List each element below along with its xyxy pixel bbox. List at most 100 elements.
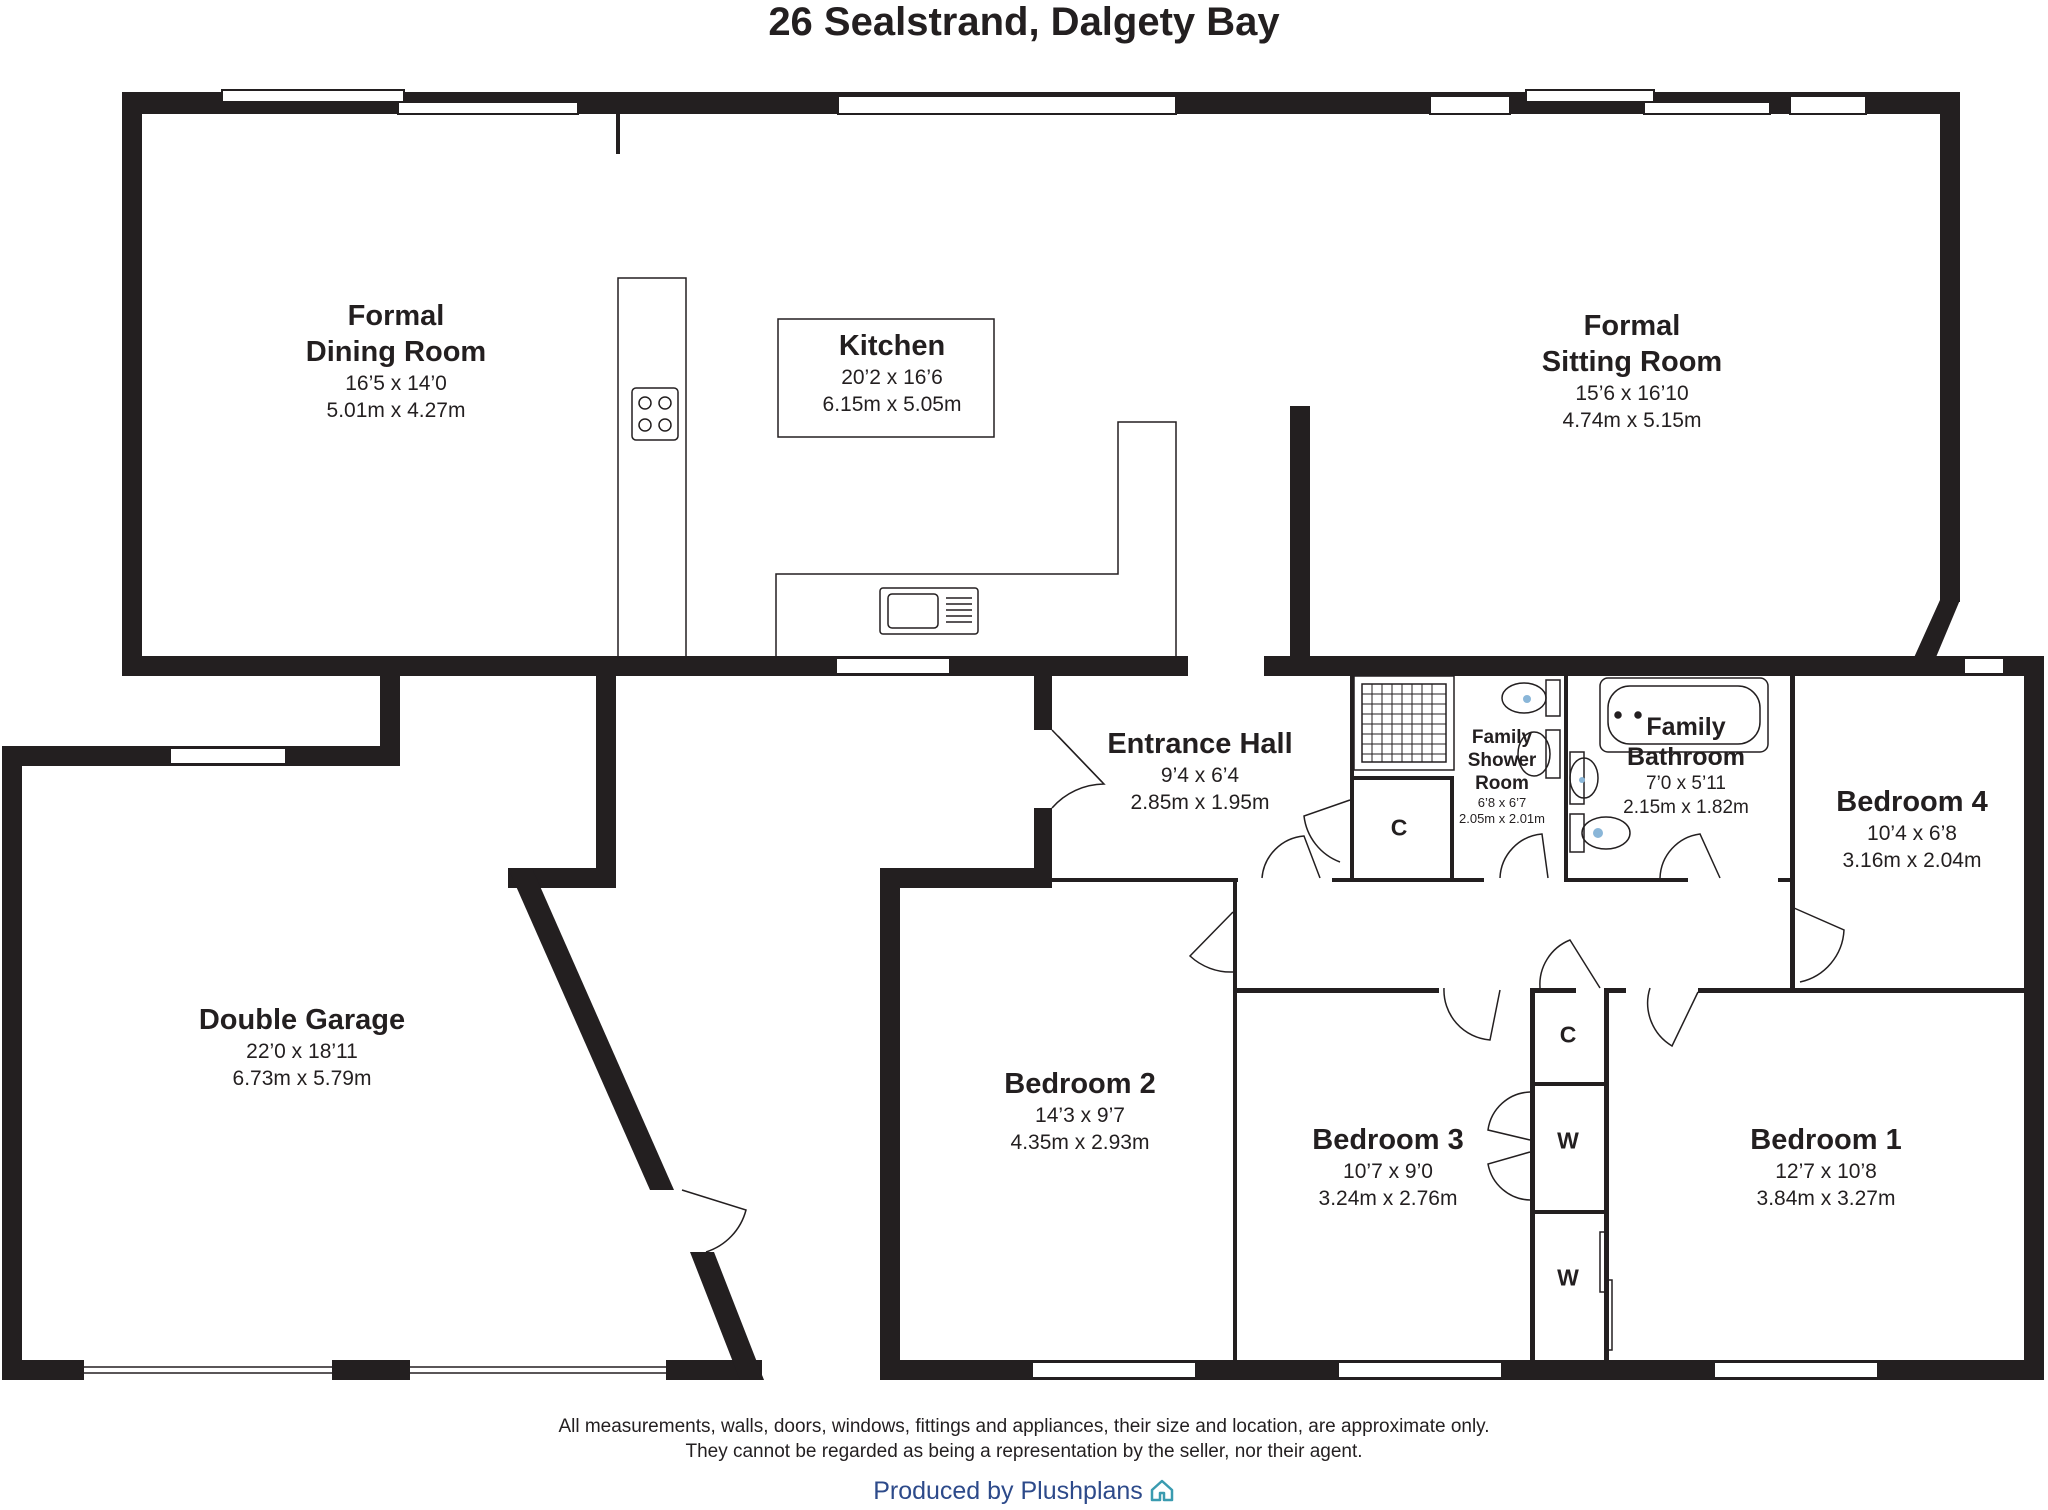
room-name: Sitting Room: [1541, 346, 1723, 378]
room-name: Bathroom: [1626, 743, 1746, 771]
window-bed1: [1713, 1361, 1879, 1379]
window-sitting-1: [1429, 95, 1511, 115]
window-sitting-4: [1789, 95, 1867, 115]
room-imperial: 14’3 x 9’7: [1035, 1104, 1125, 1127]
room-name: Kitchen: [838, 330, 946, 362]
wall-right-angled: [1912, 600, 1960, 662]
room-dining: Formal Dining Room 16’5 x 14’0 5.01m x 4…: [306, 298, 486, 424]
room-metric: 3.16m x 2.04m: [1842, 849, 1982, 872]
garage-door-tracks: [84, 1366, 666, 1374]
wall-garage-right-vert: [596, 656, 616, 878]
kitchen-counter-left: [617, 277, 687, 659]
room-metric: 2.05m x 2.01m: [1459, 811, 1545, 826]
front-door: [1051, 729, 1106, 809]
garage-side-door: [681, 1189, 747, 1253]
wardrobe2-slider-a: [1599, 1231, 1607, 1293]
room-name: Bedroom 2: [1004, 1068, 1156, 1100]
room-metric: 6.15m x 5.05m: [822, 393, 962, 416]
room-metric: 5.01m x 4.27m: [326, 399, 466, 422]
room-metric: 2.85m x 1.95m: [1130, 791, 1270, 814]
room-garage: Double Garage 22’0 x 18’11 6.73m x 5.79m: [199, 1002, 405, 1092]
producer-text: Produced by Plushplans: [873, 1477, 1143, 1505]
room-imperial: 10’7 x 9’0: [1343, 1160, 1433, 1183]
cupboard-label: C: [1390, 814, 1408, 841]
doors: [681, 729, 1845, 1351]
wall-block-top: [1264, 656, 2044, 676]
hall-door-1: [1261, 835, 1321, 879]
wall-hall-bottom-d: [1778, 878, 1794, 882]
wall-hall-bottom-c: [1564, 878, 1688, 882]
bedroom3-door: [1443, 987, 1501, 1041]
wardrobe2-slider-b: [1605, 1279, 1613, 1351]
hob-icon: [631, 387, 679, 441]
room-name: Formal: [347, 300, 445, 332]
room-bedroom-3: Bedroom 3 10’7 x 9’0 3.24m x 2.76m: [1312, 1122, 1463, 1212]
shower-room-door: [1499, 833, 1549, 879]
disclaimer-line: They cannot be regarded as being a repre…: [685, 1441, 1363, 1462]
bedroom4-door: [1793, 907, 1845, 983]
wall-bed2-right-top: [1233, 878, 1237, 990]
wall-c1-right: [1450, 776, 1454, 880]
room-bedroom-2: Bedroom 2 14’3 x 9’7 4.35m x 2.93m: [1004, 1066, 1155, 1156]
room-name: Double Garage: [198, 1004, 406, 1036]
bedroom1-door: [1646, 987, 1699, 1048]
room-name: Family: [1471, 727, 1533, 748]
sink-icon: [879, 587, 979, 635]
room-metric: 3.84m x 3.27m: [1756, 1187, 1896, 1210]
window-garage: [169, 747, 287, 765]
room-imperial: 6’8 x 6’7: [1477, 795, 1527, 810]
shower-room-basin-icon: [1545, 729, 1561, 779]
plushplans-house-icon: [1150, 1479, 1174, 1502]
bedroom2-door: [1188, 911, 1234, 973]
room-imperial: 20’2 x 16’6: [841, 366, 943, 389]
wall-w1-bottom: [1530, 1210, 1608, 1214]
wall-sitting-left: [1290, 406, 1310, 676]
room-entrance-hall: Entrance Hall 9’4 x 6’4 2.85m x 1.95m: [1107, 726, 1292, 816]
wall-c2-right: [1604, 988, 1609, 1370]
room-name: Dining Room: [305, 336, 487, 368]
wall-bed2-right: [1233, 990, 1237, 1370]
room-metric: 6.73m x 5.79m: [232, 1067, 372, 1090]
window-dining-2: [397, 101, 579, 115]
producer-credit: Produced by Plushplans: [0, 1477, 2048, 1506]
wall-dining-left: [122, 92, 142, 676]
room-metric: 4.35m x 2.93m: [1010, 1131, 1150, 1154]
walls: [2, 92, 2044, 1380]
room-name: Bedroom 1: [1750, 1124, 1902, 1156]
wall-hall-bottom-a: [1050, 878, 1238, 882]
room-name: Family: [1646, 713, 1726, 741]
room-kitchen: Kitchen 20’2 x 16’6 6.15m x 5.05m: [823, 328, 962, 418]
wall-garage-diagonal-lower: [690, 1252, 764, 1380]
shower-room-toilet-icon: [1545, 679, 1561, 717]
room-imperial: 15’6 x 16’10: [1575, 382, 1689, 405]
wall-garage-bottom-l: [2, 1360, 84, 1380]
room-shower: Family Shower Room 6’8 x 6’7 2.05m x 2.0…: [1459, 726, 1545, 827]
wall-corridor-bottom-d: [1698, 988, 2038, 993]
shower-tray-icon: [1353, 675, 1455, 771]
cupboard2-door: [1539, 939, 1601, 989]
room-imperial: 16’5 x 14’0: [345, 372, 447, 395]
room-metric: 4.74m x 5.15m: [1562, 409, 1702, 432]
bath-icon: [1599, 677, 1769, 753]
window-bed2: [1031, 1361, 1197, 1379]
wall-bath-left: [1564, 676, 1568, 880]
bathroom-door: [1659, 833, 1721, 879]
room-bedroom-1: Bedroom 1 12’7 x 10’8 3.84m x 3.27m: [1750, 1122, 1901, 1212]
wall-garage-left: [2, 746, 22, 1380]
window-bed4: [1963, 657, 2005, 675]
room-name: Bedroom 3: [1312, 1124, 1464, 1156]
kitchen-fittings: [617, 277, 1177, 659]
room-sitting: Formal Sitting Room 15’6 x 16’10 4.74m x…: [1542, 308, 1722, 434]
room-name: Formal: [1583, 310, 1681, 342]
plan-title: 26 Sealstrand, Dalgety Bay: [768, 0, 1280, 44]
disclaimer-line: All measurements, walls, doors, windows,…: [558, 1416, 1490, 1437]
room-name: Shower: [1467, 750, 1537, 771]
wardrobe-label: W: [1557, 1264, 1579, 1291]
wall-garage-diagonal: [508, 868, 674, 1190]
wall-corridor-bottom-a: [1233, 988, 1439, 993]
wall-block-right: [2024, 656, 2044, 1380]
windows: [169, 89, 2005, 1379]
wall-garage-notch: [380, 656, 400, 766]
